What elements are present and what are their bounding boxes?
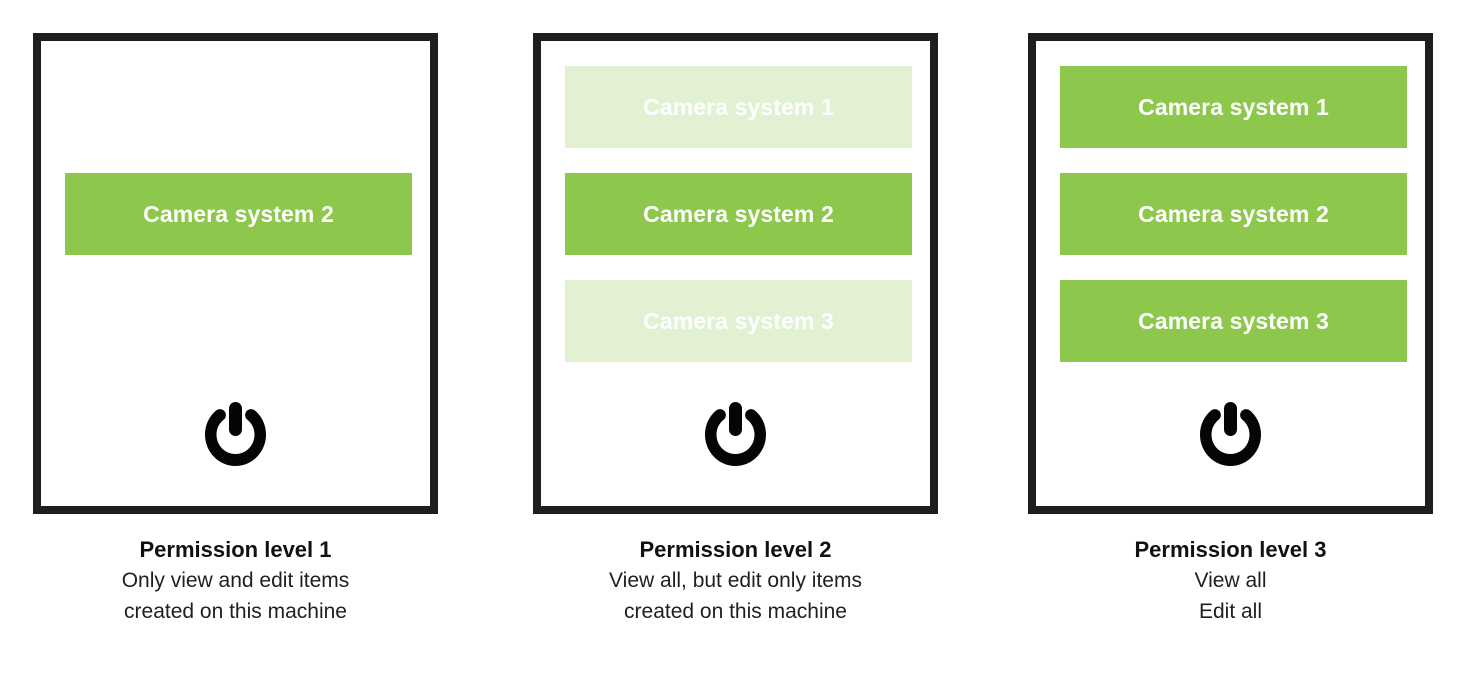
camera-system-slot: Camera system 1 <box>1060 66 1407 148</box>
camera-system-slot: Camera system 3 <box>565 280 912 362</box>
caption-line: Edit all <box>1198 600 1263 623</box>
camera-system-chip[interactable]: Camera system 1 <box>565 66 912 148</box>
permission-level-2-column: Camera system 1 Camera system 2 Camera s… <box>533 33 938 627</box>
permission-level-1-panel: Camera system 2 <box>33 33 438 514</box>
camera-system-chip[interactable]: Camera system 2 <box>65 173 412 255</box>
caption-title: Permission level 2 <box>639 537 832 562</box>
camera-system-chip[interactable]: Camera system 3 <box>1060 280 1407 362</box>
camera-system-slot <box>65 280 412 362</box>
caption-title: Permission level 3 <box>1134 537 1327 562</box>
permission-level-1-column: Camera system 2 Permission level 1 Only … <box>33 33 438 627</box>
camera-system-chip[interactable]: Camera system 2 <box>1060 173 1407 255</box>
caption-line: created on this machine <box>624 600 847 623</box>
permission-level-3-column: Camera system 1 Camera system 2 Camera s… <box>1028 33 1433 627</box>
caption-line: View all, but edit only items <box>609 569 862 592</box>
camera-system-slot: Camera system 2 <box>565 173 912 255</box>
camera-system-slot <box>65 66 412 148</box>
camera-system-chip[interactable]: Camera system 3 <box>565 280 912 362</box>
camera-system-chip[interactable]: Camera system 2 <box>565 173 912 255</box>
power-icon <box>41 400 430 467</box>
permission-level-1-caption: Permission level 1 Only view and edit it… <box>33 535 438 627</box>
camera-system-slot: Camera system 2 <box>1060 173 1407 255</box>
camera-system-list: Camera system 1 Camera system 2 Camera s… <box>565 66 912 387</box>
camera-system-slot: Camera system 3 <box>1060 280 1407 362</box>
permission-level-2-caption: Permission level 2 View all, but edit on… <box>533 535 938 627</box>
permission-level-2-panel: Camera system 1 Camera system 2 Camera s… <box>533 33 938 514</box>
caption-line: Only view and edit items <box>121 569 350 592</box>
camera-system-list: Camera system 2 <box>65 66 412 387</box>
permission-level-3-caption: Permission level 3 View all Edit all <box>1028 535 1433 627</box>
permission-level-3-panel: Camera system 1 Camera system 2 Camera s… <box>1028 33 1433 514</box>
camera-system-slot: Camera system 1 <box>565 66 912 148</box>
camera-system-slot: Camera system 2 <box>65 173 412 255</box>
caption-line: created on this machine <box>124 600 347 623</box>
caption-title: Permission level 1 <box>139 537 332 562</box>
power-icon <box>541 400 930 467</box>
camera-system-chip[interactable]: Camera system 1 <box>1060 66 1407 148</box>
camera-system-list: Camera system 1 Camera system 2 Camera s… <box>1060 66 1407 387</box>
caption-line: View all <box>1194 569 1267 592</box>
power-icon <box>1036 400 1425 467</box>
